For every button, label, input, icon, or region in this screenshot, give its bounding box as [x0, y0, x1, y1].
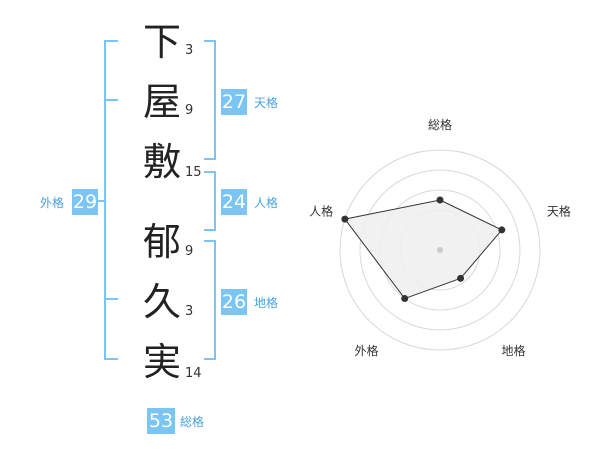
stroke-count-3: 15	[185, 165, 202, 180]
name-char-4: 郁	[142, 220, 181, 264]
name-char-3: 敷	[142, 140, 181, 184]
jinkaku-value-badge: 24	[221, 189, 247, 215]
radar-axis-label-2: 天格	[547, 203, 571, 218]
chikaku-label: 地格	[254, 296, 279, 310]
gaikaku-label: 外格	[40, 196, 65, 210]
stroke-count-1: 3	[185, 43, 194, 58]
radar-axis-label-1: 総格	[428, 117, 452, 132]
radar-point-1	[436, 196, 444, 204]
radar-point-5	[341, 215, 349, 223]
stroke-count-5: 3	[185, 304, 194, 319]
name-char-6: 実	[142, 340, 181, 384]
radar-point-4	[401, 295, 409, 303]
name-char-5: 久	[142, 280, 181, 324]
radar-points	[341, 196, 506, 303]
name-char-2: 屋	[142, 80, 181, 124]
radar-center-dot	[437, 247, 443, 253]
radar-polygon	[344, 199, 503, 300]
name-char-1: 下	[142, 20, 181, 64]
gaikaku-value-badge: 29	[72, 189, 98, 215]
tenkaku-label: 天格	[254, 96, 279, 110]
jinkaku-label: 人格	[254, 196, 279, 210]
radar-point-2	[498, 226, 506, 234]
soukaku-value-badge: 53	[147, 408, 175, 434]
radar-ring	[359, 169, 521, 331]
radar-axis-label-4: 外格	[355, 343, 379, 358]
stroke-count-6: 14	[185, 366, 202, 381]
soukaku-label: 総格	[180, 415, 205, 429]
radar-point-3	[457, 274, 465, 282]
stroke-count-2: 9	[185, 103, 194, 118]
stroke-count-4: 9	[185, 244, 194, 259]
tenkaku-value-badge: 27	[221, 89, 247, 115]
radar-axis-label-5: 人格	[309, 203, 333, 218]
radar-axis-label-3: 地格	[501, 343, 525, 358]
chikaku-value-badge: 26	[221, 289, 247, 315]
